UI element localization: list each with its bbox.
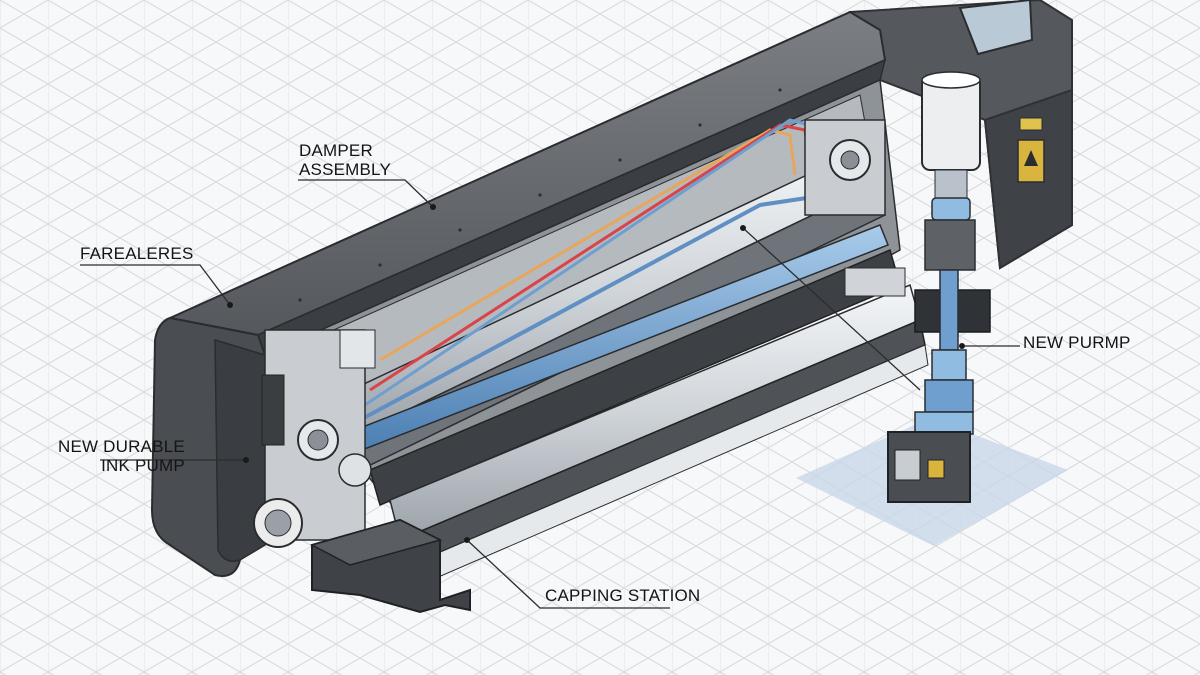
capping-station (309, 518, 471, 614)
printer-left-endcap (150, 316, 267, 577)
leader-lines (80, 179, 1020, 609)
callout-ink-line2: INK PUMP (101, 456, 185, 475)
new-pump-assembly (887, 71, 981, 503)
left-mechanism (253, 329, 376, 548)
callout-farealeres: FAREALERES (80, 244, 194, 263)
callout-new-durable-ink-pump: NEW DURABLE INK PUMP (58, 437, 185, 475)
callout-ink-line1: NEW DURABLE (58, 437, 185, 456)
callout-damper-line1: DAMPER (299, 141, 373, 160)
callout-damper-line2: ASSEMBLY (299, 160, 391, 179)
callout-capping-station: CAPPING STATION (545, 586, 701, 605)
callout-damper-assembly: DAMPER ASSEMBLY (299, 141, 391, 179)
printer-side-cabinet (848, 0, 1073, 270)
callout-new-pump: NEW PURMP (1023, 333, 1131, 352)
platen-rollers (369, 248, 929, 586)
leader-dots (227, 204, 965, 543)
display-screen-icon (958, 0, 1034, 56)
